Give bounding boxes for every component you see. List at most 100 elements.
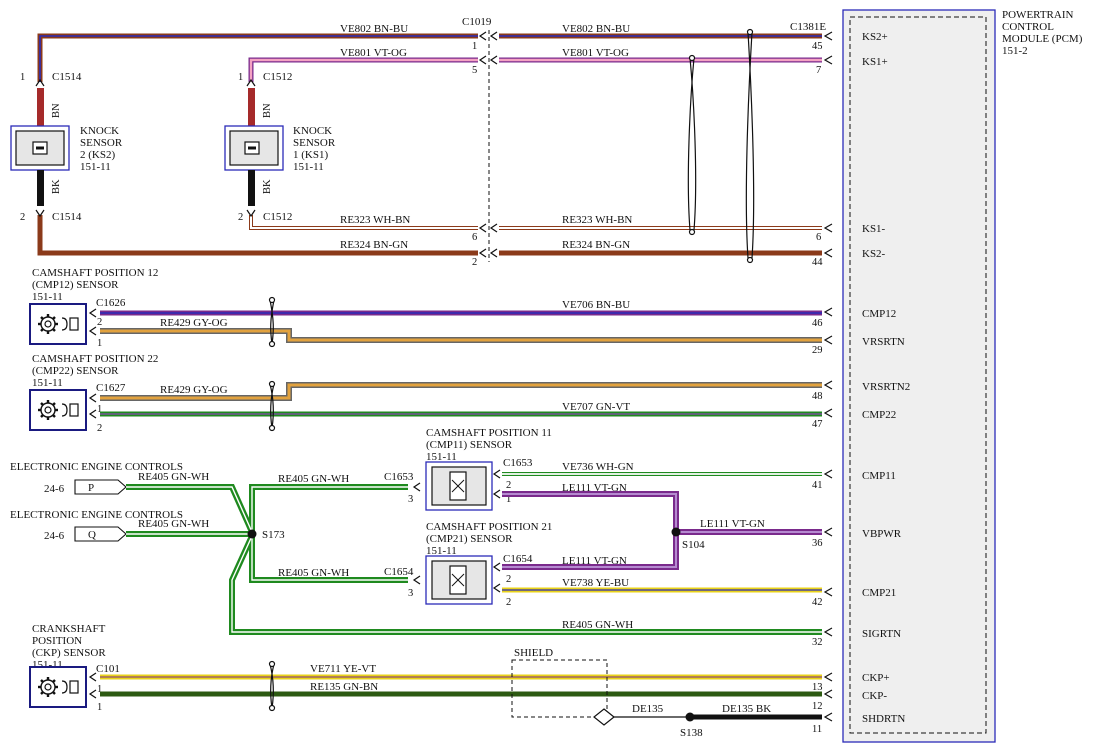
svg-text:POWERTRAIN: POWERTRAIN xyxy=(1002,9,1074,21)
svg-text:44: 44 xyxy=(812,257,823,268)
svg-text:RE323 WH-BN: RE323 WH-BN xyxy=(340,214,410,226)
svg-text:151-11: 151-11 xyxy=(426,451,457,463)
label-re135: RE135 GN-BN xyxy=(310,681,378,693)
svg-text:C1514: C1514 xyxy=(52,211,82,223)
c1019-pin-numbers: 1 5 6 2 xyxy=(472,41,477,268)
svg-text:ELECTRONIC ENGINE CONTROLS: ELECTRONIC ENGINE CONTROLS xyxy=(10,461,183,473)
pcm-inner-dashed xyxy=(849,16,987,734)
svg-text:(CMP12) SENSOR: (CMP12) SENSOR xyxy=(32,279,119,291)
svg-text:VE738 YE-BU: VE738 YE-BU xyxy=(562,577,629,589)
svg-text:1 (KS1): 1 (KS1) xyxy=(293,149,328,161)
svg-text:C101: C101 xyxy=(96,663,120,675)
svg-text:RE324 BN-GN: RE324 BN-GN xyxy=(562,239,630,251)
label-de135: DE135 xyxy=(632,703,664,715)
label-s138: S138 xyxy=(680,727,703,739)
cmp12-sensor: CAMSHAFT POSITION 12 (CMP12) SENSOR 151-… xyxy=(29,267,158,349)
svg-text:1: 1 xyxy=(97,684,102,695)
c1381e-label: C1381E xyxy=(790,21,826,33)
svg-text:ELECTRONIC ENGINE CONTROLS: ELECTRONIC ENGINE CONTROLS xyxy=(10,509,183,521)
label-ve707: VE707 GN-VT xyxy=(562,401,630,413)
svg-text:BN: BN xyxy=(51,103,62,118)
svg-text:CMP11: CMP11 xyxy=(862,470,896,482)
svg-text:2: 2 xyxy=(472,257,477,268)
svg-text:KNOCK: KNOCK xyxy=(80,125,119,137)
svg-text:VE802 BN-BU: VE802 BN-BU xyxy=(340,23,408,35)
svg-text:C1654: C1654 xyxy=(503,553,533,565)
twist-marker-cmp12 xyxy=(268,296,276,348)
svg-text:151-11: 151-11 xyxy=(32,291,63,303)
svg-text:151-2: 151-2 xyxy=(1002,45,1028,57)
svg-text:36: 36 xyxy=(812,538,823,549)
svg-text:24-6: 24-6 xyxy=(44,483,65,495)
svg-text:CONTROL: CONTROL xyxy=(1002,21,1054,33)
svg-text:C1514: C1514 xyxy=(52,71,82,83)
svg-text:24-6: 24-6 xyxy=(44,530,65,542)
svg-text:C1654: C1654 xyxy=(384,566,414,578)
svg-text:LE111 VT-GN: LE111 VT-GN xyxy=(700,518,765,530)
svg-text:KNOCK: KNOCK xyxy=(293,125,332,137)
svg-text:CAMSHAFT POSITION 11: CAMSHAFT POSITION 11 xyxy=(426,427,552,439)
svg-text:CMP21: CMP21 xyxy=(862,587,896,599)
svg-text:2: 2 xyxy=(20,212,25,223)
svg-text:41: 41 xyxy=(812,480,823,491)
svg-text:(CKP) SENSOR: (CKP) SENSOR xyxy=(32,647,106,659)
svg-text:KS1-: KS1- xyxy=(862,223,886,235)
svg-text:7: 7 xyxy=(816,65,821,76)
svg-text:SIGRTN: SIGRTN xyxy=(862,628,901,640)
svg-text:46: 46 xyxy=(812,318,823,329)
svg-text:2: 2 xyxy=(506,597,511,608)
wire-ve801 xyxy=(248,57,822,82)
c1019-arrows xyxy=(478,31,498,258)
knock-sensor-1: 1 C1512 BN BK 2 C1512 KNOCK SENSOR 1 (KS… xyxy=(224,71,336,223)
cmp11-sensor: CAMSHAFT POSITION 11 (CMP11) SENSOR 151-… xyxy=(384,427,552,511)
cmp-signal-labels: VE736 WH-GN LE111 VT-GN LE111 VT-GN LE11… xyxy=(562,461,765,589)
pcm-pin-arrows xyxy=(823,31,833,722)
svg-text:VRSRTN: VRSRTN xyxy=(862,336,905,348)
svg-text:1: 1 xyxy=(472,41,477,52)
twist-marker-cmp22 xyxy=(268,380,276,432)
svg-text:151-11: 151-11 xyxy=(293,161,324,173)
svg-text:C1653: C1653 xyxy=(503,457,533,469)
svg-text:RE405 GN-WH: RE405 GN-WH xyxy=(138,518,209,530)
splice-s104 xyxy=(671,527,681,537)
svg-text:SHDRTN: SHDRTN xyxy=(862,713,905,725)
svg-text:2: 2 xyxy=(506,574,511,585)
svg-text:VE801 VT-OG: VE801 VT-OG xyxy=(340,47,407,59)
svg-text:LE111 VT-GN: LE111 VT-GN xyxy=(562,555,627,567)
svg-text:45: 45 xyxy=(812,41,823,52)
label-ve706: VE706 BN-BU xyxy=(562,299,630,311)
svg-text:RE405 GN-WH: RE405 GN-WH xyxy=(278,567,349,579)
pcm-pin-labels: KS2+ KS1+ KS1- KS2- CMP12 VRSRTN VRSRTN2… xyxy=(862,31,910,725)
svg-text:29: 29 xyxy=(812,345,823,356)
svg-text:CKP-: CKP- xyxy=(862,690,887,702)
wire-re429-cmp22 xyxy=(100,382,822,401)
label-s104: S104 xyxy=(682,539,705,551)
svg-text:SENSOR: SENSOR xyxy=(293,137,336,149)
svg-text:2 (KS2): 2 (KS2) xyxy=(80,149,115,161)
svg-text:KS1+: KS1+ xyxy=(862,56,888,68)
svg-text:VRSRTN2: VRSRTN2 xyxy=(862,381,910,393)
cmp22-sensor: CAMSHAFT POSITION 22 (CMP22) SENSOR 151-… xyxy=(29,353,158,434)
svg-text:CAMSHAFT POSITION 12: CAMSHAFT POSITION 12 xyxy=(32,267,158,279)
svg-text:RE323 WH-BN: RE323 WH-BN xyxy=(562,214,632,226)
svg-text:1: 1 xyxy=(97,404,102,415)
svg-text:151-11: 151-11 xyxy=(426,545,457,557)
svg-text:1: 1 xyxy=(238,72,243,83)
twist-marker-ks2 xyxy=(745,28,755,264)
svg-text:KS2+: KS2+ xyxy=(862,31,888,43)
svg-text:C1627: C1627 xyxy=(96,382,126,394)
svg-text:13: 13 xyxy=(812,682,823,693)
svg-text:11: 11 xyxy=(812,724,822,735)
svg-text:1: 1 xyxy=(97,338,102,349)
svg-text:VE736 WH-GN: VE736 WH-GN xyxy=(562,461,634,473)
svg-text:CAMSHAFT POSITION 22: CAMSHAFT POSITION 22 xyxy=(32,353,158,365)
wire-re429-cmp12 xyxy=(100,328,822,343)
svg-text:2: 2 xyxy=(97,317,102,328)
svg-text:2: 2 xyxy=(506,480,511,491)
svg-text:CMP12: CMP12 xyxy=(862,308,896,320)
svg-text:5: 5 xyxy=(472,65,477,76)
svg-text:VBPWR: VBPWR xyxy=(862,528,902,540)
svg-text:RE405 GN-WH: RE405 GN-WH xyxy=(138,471,209,483)
pcm-pin-numbers: 45 7 6 44 46 29 48 47 41 36 42 32 13 12 … xyxy=(812,41,823,735)
cmp21-sensor: CAMSHAFT POSITION 21 (CMP21) SENSOR 151-… xyxy=(384,521,552,608)
